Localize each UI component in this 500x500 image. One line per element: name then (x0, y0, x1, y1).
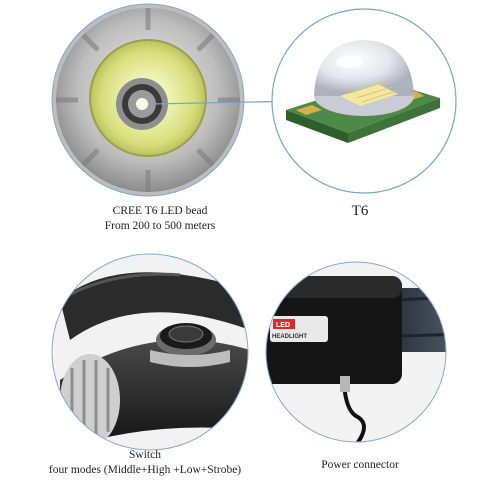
switch-closeup (51, 253, 249, 451)
power-connector-closeup (265, 261, 447, 443)
led-caption: CREE T6 LED bead From 200 to 500 meters (60, 204, 260, 234)
headlight-label-text: HEADLIGHT (272, 334, 307, 340)
led-caption-line2: From 200 to 500 meters (104, 220, 216, 232)
power-caption: Power connector (321, 459, 399, 471)
switch-caption: Switch four modes (Middle+High +Low+Stro… (0, 448, 290, 478)
switch-caption-line1: Switch (129, 449, 161, 461)
t6-caption: T6 (351, 203, 369, 219)
led-caption-line1: CREE T6 LED bead (112, 205, 208, 217)
t6-chip-detail (271, 8, 457, 194)
led-head-closeup (51, 3, 245, 197)
led-badge-text: LED (276, 322, 290, 329)
switch-caption-line2: four modes (Middle+High +Low+Strobe) (48, 464, 242, 476)
